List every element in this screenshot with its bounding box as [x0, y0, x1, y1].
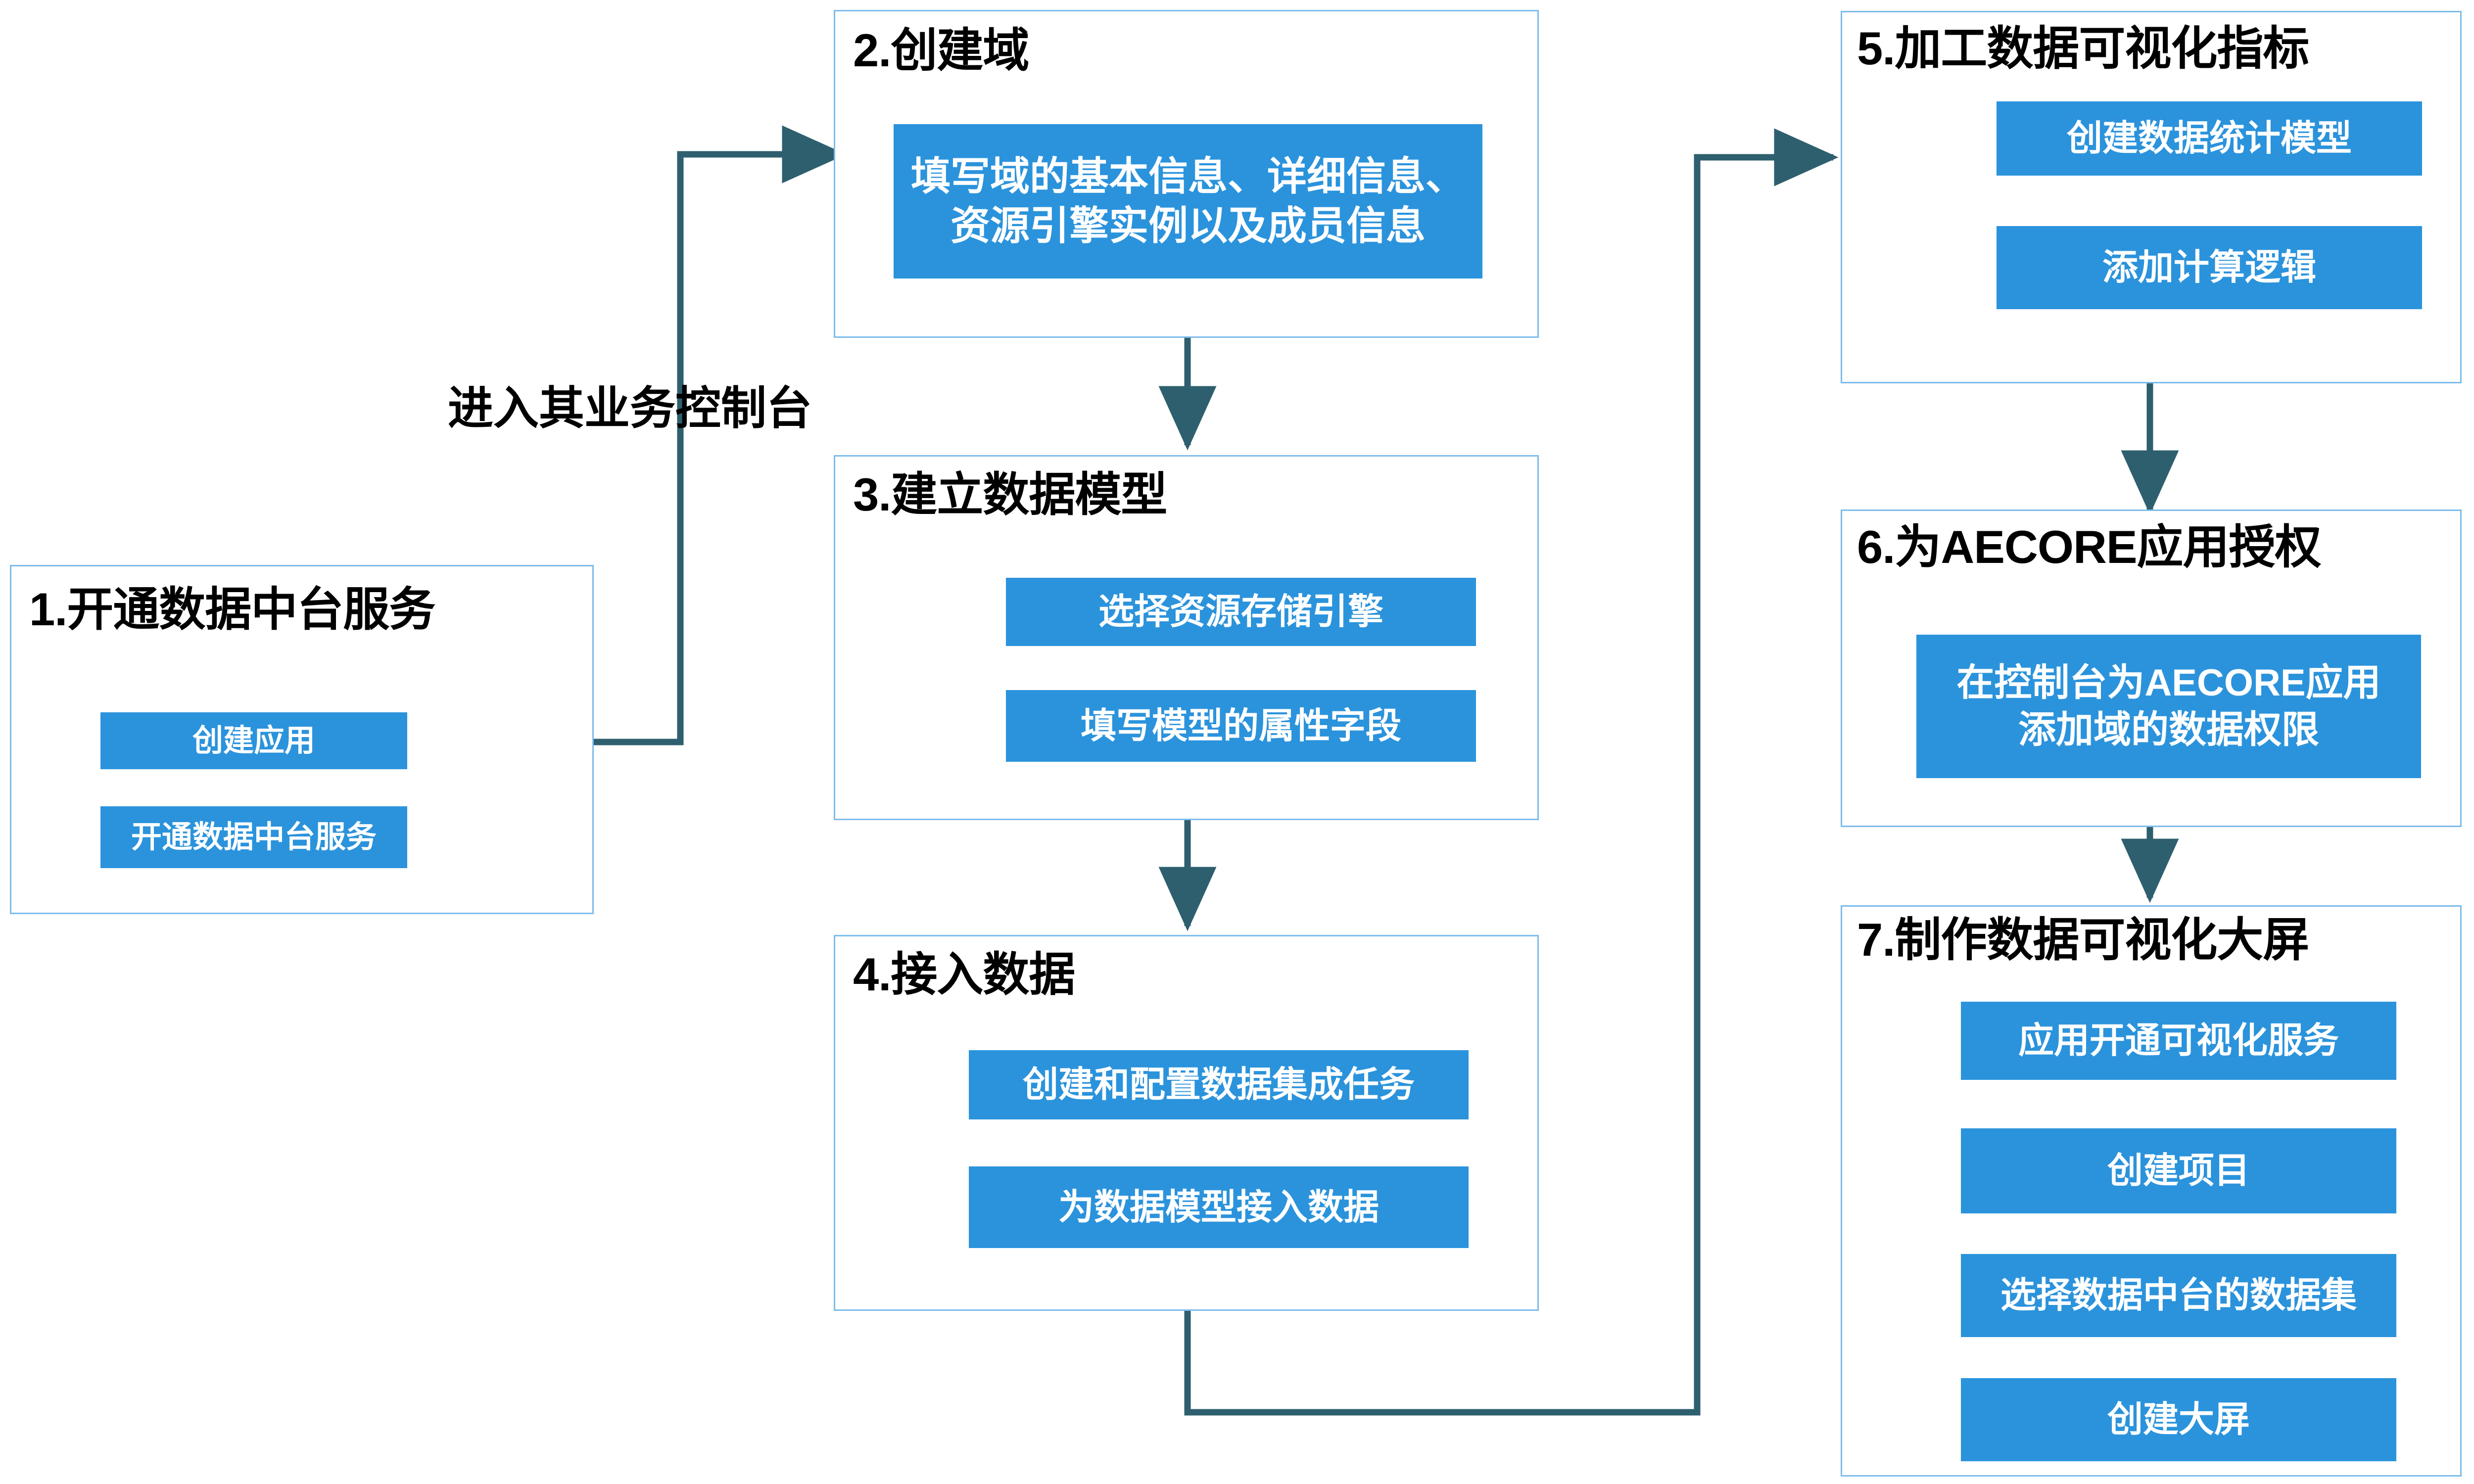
stage-6-container[interactable]: 6.为AECORE应用授权 在控制台为AECORE应用 添加域的数据权限: [1841, 510, 2462, 827]
stage-5-container[interactable]: 5.加工数据可视化指标 创建数据统计模型 添加计算逻辑: [1841, 11, 2462, 383]
connector-stage1-to-stage2: [594, 125, 847, 745]
stage-3-step-1[interactable]: 选择资源存储引擎: [1006, 578, 1476, 646]
stage-7-container[interactable]: 7.制作数据可视化大屏 应用开通可视化服务 创建项目 选择数据中台的数据集 创建…: [1841, 905, 2462, 1477]
stage-6-step-1[interactable]: 在控制台为AECORE应用 添加域的数据权限: [1916, 635, 2421, 778]
stage-5-title: 5.加工数据可视化指标: [1857, 22, 2309, 74]
stage-2-container[interactable]: 2.创建域 填写域的基本信息、详细信息、 资源引擎实例以及成员信息: [834, 10, 1539, 338]
stage-1-container[interactable]: 1.开通数据中台服务 创建应用 开通数据中台服务: [10, 565, 594, 914]
stage-5-step-1[interactable]: 创建数据统计模型: [1997, 101, 2422, 176]
stage-2-title: 2.创建域: [853, 24, 1029, 76]
stage-7-step-3[interactable]: 选择数据中台的数据集: [1961, 1254, 2396, 1337]
stage-7-step-1[interactable]: 应用开通可视化服务: [1961, 1002, 2396, 1080]
stage-1-step-1[interactable]: 创建应用: [100, 712, 407, 769]
stage-5-step-2[interactable]: 添加计算逻辑: [1997, 226, 2422, 309]
stage-2-step-1[interactable]: 填写域的基本信息、详细信息、 资源引擎实例以及成员信息: [894, 124, 1482, 278]
stage-6-title: 6.为AECORE应用授权: [1857, 521, 2322, 573]
stage-7-title: 7.制作数据可视化大屏: [1857, 914, 2309, 966]
edge-label-enter-business-console: 进入其业务控制台: [448, 383, 812, 434]
stage-4-container[interactable]: 4.接入数据 创建和配置数据集成任务 为数据模型接入数据: [834, 935, 1539, 1311]
stage-1-title: 1.开通数据中台服务: [29, 583, 435, 635]
stage-1-step-2[interactable]: 开通数据中台服务: [100, 806, 407, 868]
stage-7-step-4[interactable]: 创建大屏: [1961, 1378, 2396, 1461]
stage-3-container[interactable]: 3.建立数据模型 选择资源存储引擎 填写模型的属性字段: [834, 455, 1539, 820]
stage-3-step-2[interactable]: 填写模型的属性字段: [1006, 690, 1476, 762]
stage-7-step-2[interactable]: 创建项目: [1961, 1128, 2396, 1213]
stage-4-title: 4.接入数据: [853, 948, 1075, 1000]
stage-4-step-1[interactable]: 创建和配置数据集成任务: [969, 1050, 1469, 1119]
stage-3-title: 3.建立数据模型: [853, 468, 1167, 520]
stage-4-step-2[interactable]: 为数据模型接入数据: [969, 1166, 1469, 1248]
